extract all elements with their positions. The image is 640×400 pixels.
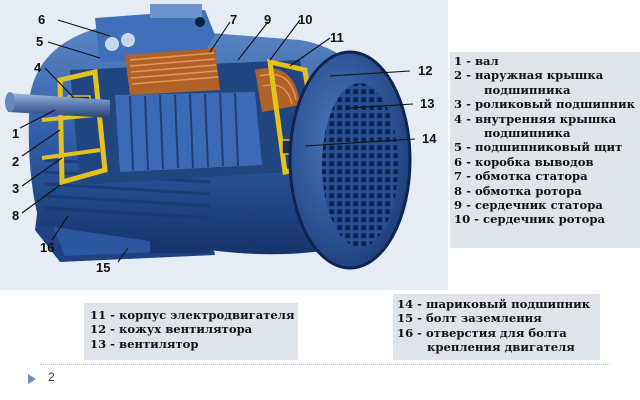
callout-2: 2 <box>12 154 19 169</box>
legend-item-text: сердечник ротора <box>483 212 606 227</box>
callout-11: 11 <box>330 30 344 45</box>
callout-13: 13 <box>420 96 434 111</box>
legend-separator: - <box>413 297 427 311</box>
rotor-core <box>115 92 262 172</box>
callout-10: 10 <box>298 12 312 27</box>
legend-item-text: шариковый подшипник <box>426 297 591 311</box>
legend-item-number: 13 <box>90 336 107 351</box>
motor-cutaway-diagram: 6 5 4 7 9 10 11 12 13 14 1 2 3 8 16 15 <box>0 0 448 290</box>
legend-separator: - <box>462 183 475 198</box>
terminal-box <box>95 10 215 62</box>
legend-separator: - <box>462 140 475 155</box>
legend-item: 11 - корпус электродвигателя <box>90 308 298 322</box>
legend-separator: - <box>462 154 475 169</box>
callout-12: 12 <box>418 63 432 78</box>
callout-9: 9 <box>264 12 271 27</box>
callout-7: 7 <box>230 12 237 27</box>
bearing-shield-left <box>57 68 108 186</box>
legend-item: 3 - роликовый подшипник <box>454 97 640 111</box>
legend-item: 7 - обмотка статора <box>454 169 640 183</box>
legend-item-number: 14 <box>397 297 414 311</box>
legend-item: 2 - наружная крышка <box>454 68 640 82</box>
legend-item-number: 11 <box>90 308 107 322</box>
legend-item: 14 - шариковый подшипник <box>397 297 600 311</box>
legend-item: 8 - обмотка ротора <box>454 184 640 198</box>
legend-item: 12 - кожух вентилятора <box>90 322 298 336</box>
legend-item-number: 15 <box>397 311 414 326</box>
legend-item-text: вал <box>474 54 499 68</box>
callout-1: 1 <box>12 126 19 141</box>
legend-separator: - <box>462 54 475 68</box>
legend-separator: - <box>462 169 475 184</box>
legend-item: 5 - подшипниковый щит <box>454 140 640 154</box>
legend-item-continuation: крепления двигателя <box>427 340 575 355</box>
legend-item-number: 16 <box>397 325 414 340</box>
callout-5: 5 <box>36 34 43 49</box>
legend-separator: - <box>462 111 475 126</box>
callout-14: 14 <box>422 131 437 146</box>
legend-item-continuation: подшипника <box>484 126 571 141</box>
footer-divider <box>40 364 610 365</box>
legend-separator: - <box>106 336 120 351</box>
legend-separator: - <box>413 325 427 340</box>
legend-item-text: роликовый подшипник <box>474 97 635 112</box>
legend-item-text: подшипниковый щит <box>474 140 623 155</box>
legend-item-number: 3 <box>454 97 463 112</box>
legend-item: 4 - внутренняя крышка <box>454 112 640 126</box>
legend-item: 10 - сердечник ротора <box>454 212 640 226</box>
legend-item-text: отверстия для болта <box>426 325 567 340</box>
legend-item: 1 - вал <box>454 54 640 68</box>
legend-item: 6 - коробка выводов <box>454 155 640 169</box>
legend-item-text: кожух вентилятора <box>119 322 253 337</box>
legend-item-text: внутренняя крышка <box>474 111 617 126</box>
legend-item-text: коробка выводов <box>474 154 594 169</box>
legend-separator: - <box>106 322 120 337</box>
legend-item: 16 - отверстия для болта <box>397 326 600 340</box>
legend-item: 15 - болт заземления <box>397 311 600 325</box>
legend-item-text: обмотка ротора <box>474 183 582 198</box>
legend-item-number: 1 <box>454 54 463 68</box>
legend-item-number: 6 <box>454 154 463 169</box>
legend-item: 9 - сердечник статора <box>454 198 640 212</box>
legend-item-number: 12 <box>90 322 107 337</box>
legend-item-text: корпус электродвигателя <box>119 308 295 322</box>
callout-4: 4 <box>34 60 42 75</box>
callout-6: 6 <box>38 12 45 27</box>
play-arrow-icon <box>28 374 36 384</box>
callout-16: 16 <box>40 240 54 255</box>
callout-15: 15 <box>96 260 110 275</box>
legend-item: 13 - вентилятор <box>90 337 298 351</box>
legend-item-text: вентилятор <box>119 336 199 351</box>
legend-item-number: 9 <box>454 198 463 213</box>
motor-shaft <box>8 93 110 118</box>
slide-number: 2 <box>48 370 55 384</box>
legend-item-text: обмотка статора <box>474 169 588 184</box>
legend-separator: - <box>462 97 475 112</box>
legend-separator: - <box>462 198 475 213</box>
legend-item-continuation: подшипника <box>484 82 571 97</box>
fan-cover-grille <box>322 83 398 247</box>
legend-item-text: болт заземления <box>426 311 542 326</box>
legend-separator: - <box>413 311 427 326</box>
legend-item-number: 10 <box>454 212 471 227</box>
legend-item-text: наружная крышка <box>474 68 604 83</box>
legend-item-text: сердечник статора <box>474 198 603 213</box>
legend-separator: - <box>462 68 475 83</box>
callout-8: 8 <box>12 208 19 223</box>
callout-3: 3 <box>12 181 19 196</box>
legend-item-number: 7 <box>454 169 463 184</box>
legend-item-number: 2 <box>454 68 463 83</box>
legend-item-number: 4 <box>454 111 463 126</box>
legend-item-number: 5 <box>454 140 463 155</box>
legend-separator: - <box>470 212 484 227</box>
legend-item-number: 8 <box>454 183 463 198</box>
legend-separator: - <box>106 308 120 322</box>
